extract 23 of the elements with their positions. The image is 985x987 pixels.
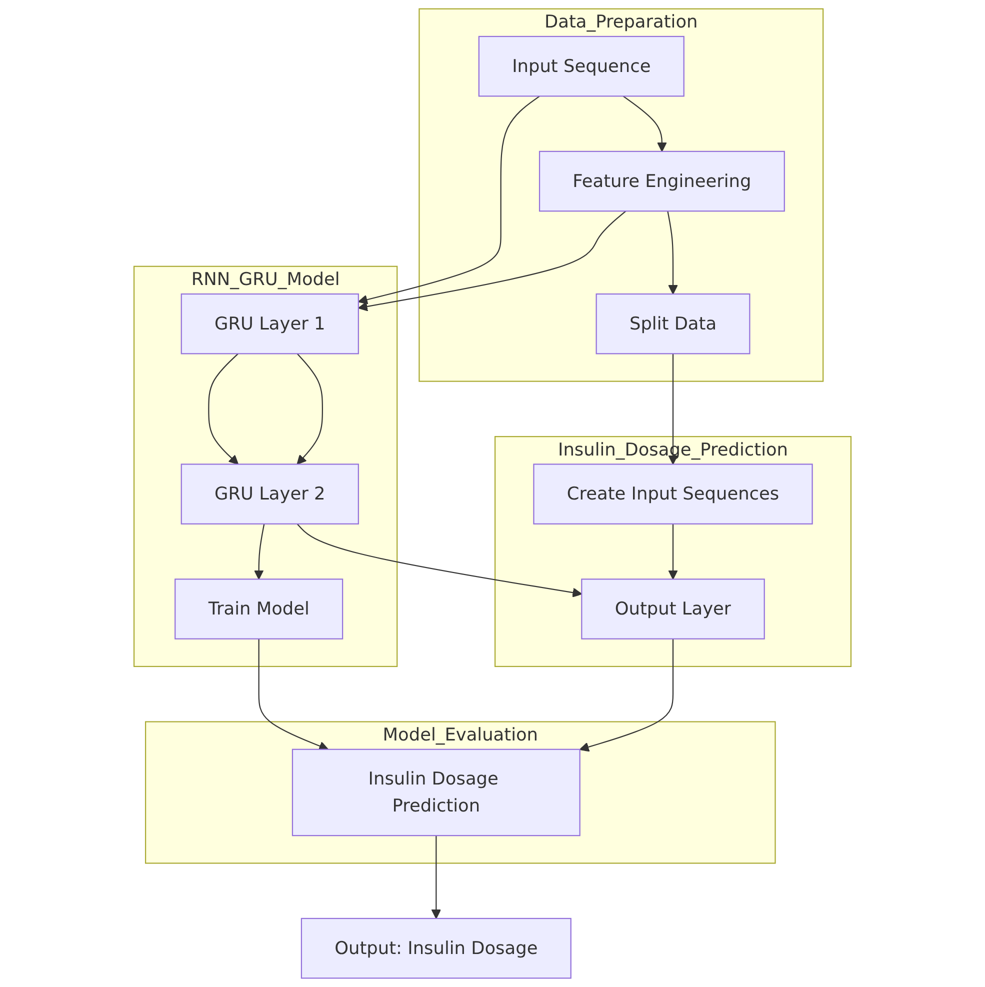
node-box: Train Model: [174, 578, 344, 640]
arrow: [622, 96, 667, 152]
arrow: [668, 354, 678, 465]
node-box: Input Sequence: [478, 36, 684, 97]
node-box: Insulin Dosage Prediction: [292, 748, 580, 836]
arrow: [208, 353, 239, 465]
arrow: [668, 524, 678, 580]
arrow: [254, 524, 265, 580]
node-box: GRU Layer 2: [180, 464, 359, 524]
node-box: Feature Engineering: [538, 150, 785, 212]
arrow: [431, 836, 442, 919]
arrow: [667, 211, 678, 294]
node-box: Output: Insulin Dosage: [300, 918, 572, 979]
arrow: [296, 353, 323, 465]
node-box: GRU Layer 1: [180, 293, 359, 354]
arrow: [296, 524, 582, 598]
arrow: [358, 96, 540, 304]
node-box: Output Layer: [581, 578, 765, 640]
arrow: [579, 638, 674, 752]
node-box: Split Data: [596, 293, 750, 354]
node-box: Create Input Sequences: [533, 464, 813, 524]
arrow: [358, 210, 626, 312]
arrow: [258, 638, 329, 751]
